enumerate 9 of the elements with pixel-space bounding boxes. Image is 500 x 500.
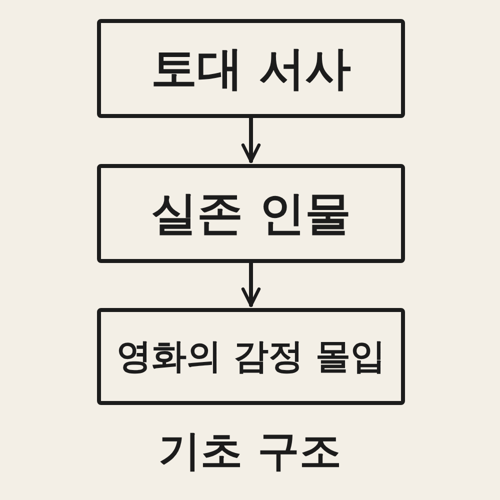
process-box (97, 19, 405, 118)
arrow (241, 261, 261, 307)
box-label: 토대 서사 (150, 40, 351, 96)
arrow (241, 116, 261, 163)
process-box (97, 308, 405, 405)
box-label: 영화의 감정 몰입 (116, 336, 386, 379)
process-box (97, 164, 405, 263)
caption-text: 기초 구조 (158, 426, 342, 475)
box-label: 실존 인물 (150, 184, 351, 242)
